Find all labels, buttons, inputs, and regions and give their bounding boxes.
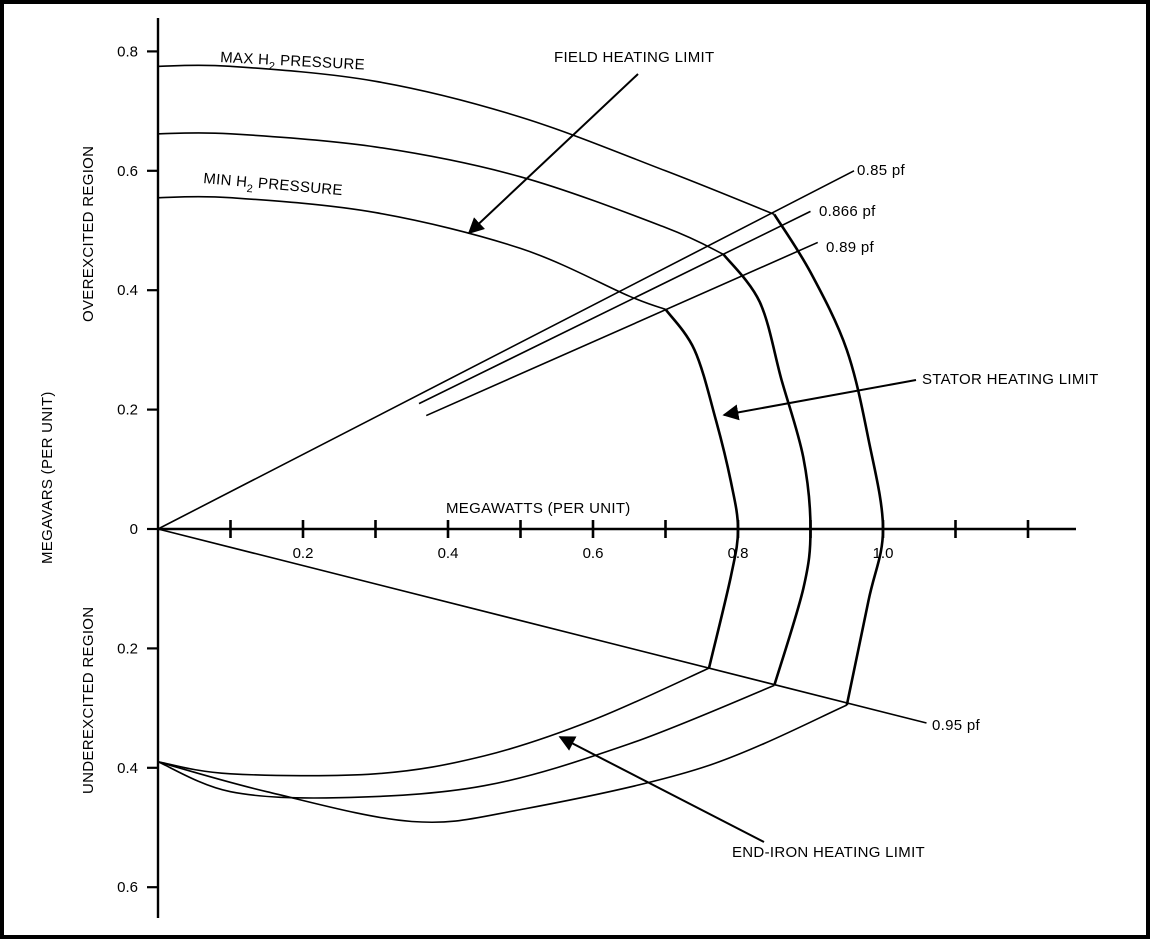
end-iron-heating-arrow (558, 736, 765, 843)
stator-heating-curve-3 (664, 308, 740, 669)
pf-label-0-89: 0.89 pf (826, 239, 875, 256)
x-tick-label: 0.2 (293, 545, 314, 562)
y-tick-label: 0.4 (117, 282, 138, 299)
pf-line (157, 528, 927, 724)
field-heating-curve-3 (157, 195, 666, 311)
y-tick-label: 0.6 (117, 163, 138, 180)
field-heating-curve-2 (157, 132, 724, 256)
field-heating-arrow (467, 73, 639, 235)
x-tick-label: 0.4 (438, 545, 459, 562)
y-tick-label: 0.2 (117, 402, 138, 419)
y-tick-label: 0.6 (117, 879, 138, 896)
x-tick-label: 0.6 (583, 545, 604, 562)
x-tick-label: 0.8 (728, 545, 749, 562)
field-heating-limit-label: FIELD HEATING LIMIT (554, 49, 714, 66)
x-ticks: 0.2 0.4 0.6 0.8 1.0 (229, 520, 1030, 562)
min-h2-pressure-label: MIN H2 PRESSURE (202, 170, 343, 203)
stator-heating-limit-label: STATOR HEATING LIMIT (922, 371, 1099, 388)
max-h2-pressure-label: MAX H2 PRESSURE (220, 49, 366, 78)
y-tick-label: 0.2 (117, 640, 138, 657)
stator-heating-arrow (722, 379, 917, 421)
stator-heating-curve-1 (773, 213, 885, 706)
y-axis-label: MEGAVARS (PER UNIT) (39, 391, 56, 564)
pf-label-0-866: 0.866 pf (819, 203, 876, 220)
pf-line-group (157, 170, 927, 724)
x-axis-label: MEGAWATTS (PER UNIT) (446, 500, 631, 517)
end-iron-heating-curve-1 (157, 704, 848, 824)
y-tick-label: 0 (130, 521, 138, 538)
end-iron-heating-limit-label: END-IRON HEATING LIMIT (732, 844, 925, 861)
pf-label-0-85: 0.85 pf (857, 162, 906, 179)
underexcited-region-label: UNDEREXCITED REGION (80, 607, 97, 794)
pf-line (157, 170, 855, 530)
pf-line (425, 241, 819, 417)
x-tick-label: 1.0 (873, 545, 894, 562)
overexcited-region-label: OVEREXCITED REGION (80, 146, 97, 322)
y-tick-label: 0.4 (117, 760, 138, 777)
y-tick-label: 0.8 (117, 43, 138, 60)
stator-heating-curve-2 (722, 253, 812, 686)
curve-group (157, 64, 885, 824)
end-iron-heating-curve-2 (157, 684, 775, 799)
field-heating-curve-1 (157, 64, 775, 216)
end-iron-heating-curve-3 (157, 667, 710, 777)
pf-label-0-95: 0.95 pf (932, 717, 981, 734)
pf-line (418, 210, 811, 405)
y-ticks: 0.8 0.6 0.4 0.2 0 0.2 0.4 0.6 (117, 43, 158, 896)
capability-curve-chart: 0.8 0.6 0.4 0.2 0 0.2 0.4 0.6 0.2 0.4 0.6 0.8 1.0 M… (39, 18, 1099, 918)
